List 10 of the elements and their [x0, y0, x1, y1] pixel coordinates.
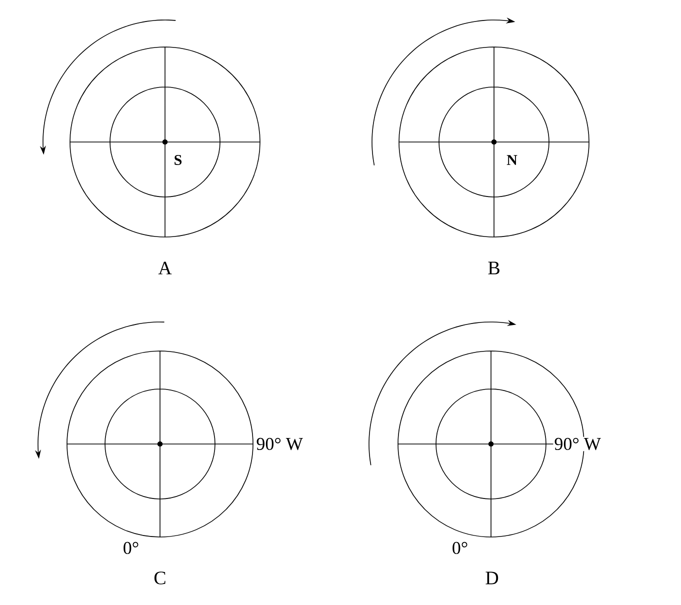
panel-letter: B [486, 260, 502, 276]
pole-label: S [172, 154, 184, 166]
longitude-label: 0° [122, 540, 140, 556]
panel-letter: D [484, 570, 500, 586]
pole-label: N [506, 154, 518, 166]
longitude-label: 90° W [255, 436, 304, 452]
panel-letter: C [152, 570, 168, 586]
longitude-label: 90° W [553, 436, 602, 452]
panel-letter: A [157, 260, 173, 276]
longitude-label: 0° [450, 540, 470, 556]
